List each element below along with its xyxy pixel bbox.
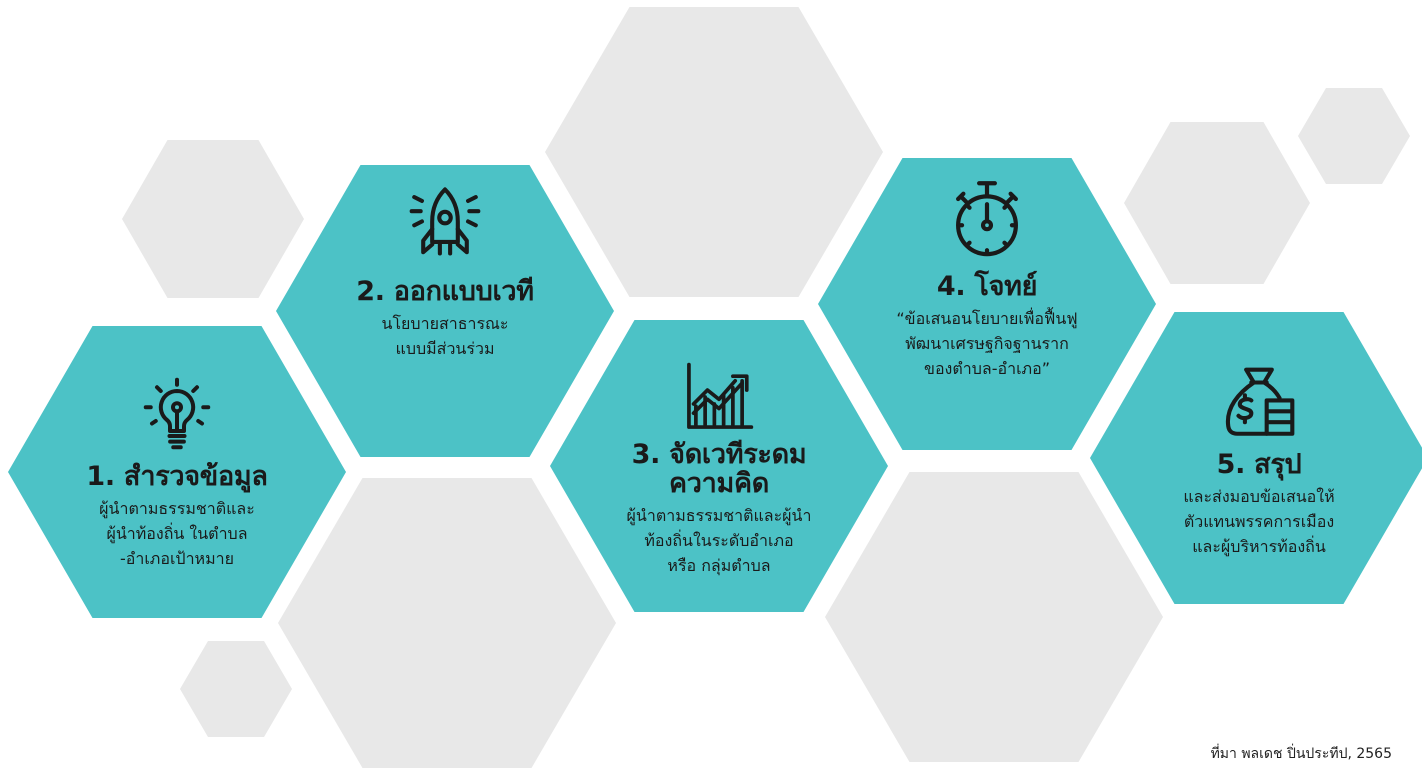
decorative-hexagon [1298, 88, 1410, 184]
rocket-icon [404, 183, 486, 265]
decorative-hexagon [545, 7, 883, 297]
stopwatch-icon [945, 178, 1029, 262]
step-2-title: 2. ออกแบบเวที [356, 276, 534, 307]
step-1-title: 1. สำรวจข้อมูล [86, 461, 268, 493]
growth-chart-icon [682, 360, 756, 434]
step-2-hexagon: 2. ออกแบบเวที นโยบายสาธารณะ แบบมีส่วนร่ว… [276, 165, 614, 457]
lightbulb-icon [137, 376, 217, 456]
step-3-title: 3. จัดเวทีระดม ความคิด [631, 438, 807, 499]
step-5-hexagon: 5. สรุป และส่งมอบข้อเสนอให้ ตัวแทนพรรคกา… [1090, 312, 1422, 604]
step-2-description: นโยบายสาธารณะ แบบมีส่วนร่วม [381, 314, 509, 358]
decorative-hexagon [278, 478, 616, 768]
decorative-hexagon [825, 472, 1163, 762]
decorative-hexagon [180, 641, 292, 737]
step-4-title: 4. โจทย์ [936, 271, 1038, 302]
step-5-description: และส่งมอบข้อเสนอให้ ตัวแทนพรรคการเมือง แ… [1183, 487, 1335, 556]
step-4-hexagon: 4. โจทย์ “ข้อเสนอนโยบายเพื่อฟื้นฟู พัฒนา… [818, 158, 1156, 450]
step-1-description: ผู้นำตามธรรมชาติและ ผู้นำท้องถิ่น ในตำบล… [99, 499, 255, 568]
money-bag-icon [1218, 362, 1300, 444]
step-5-title: 5. สรุป [1216, 449, 1302, 481]
source-note: ที่มา พลเดช ปิ่นประทีป, 2565 [1210, 746, 1392, 762]
step-1-hexagon: 1. สำรวจข้อมูล ผู้นำตามธรรมชาติและ ผู้นำ… [8, 326, 346, 618]
step-3-description: ผู้นำตามธรรมชาติและผู้นำ ท้องถิ่นในระดับ… [626, 505, 812, 575]
step-4-description: “ข้อเสนอนโยบายเพื่อฟื้นฟู พัฒนาเศรษฐกิจฐ… [896, 309, 1078, 378]
step-3-hexagon: 3. จัดเวทีระดม ความคิด ผู้นำตามธรรมชาติแ… [550, 320, 888, 612]
decorative-hexagon [1124, 122, 1310, 284]
decorative-hexagon [122, 140, 304, 298]
